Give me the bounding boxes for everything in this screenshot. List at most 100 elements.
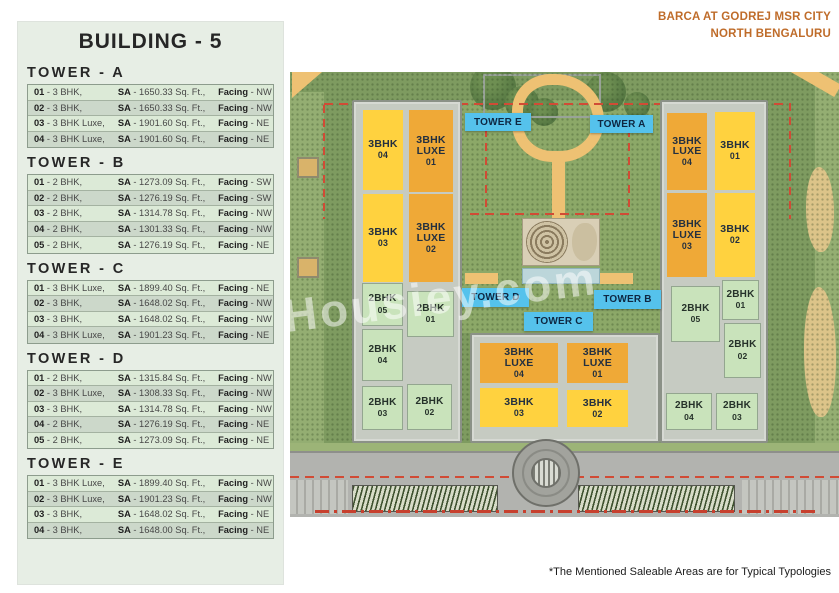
unit-number-label: 04 bbox=[377, 355, 388, 366]
unit-type-label: 3BHK bbox=[504, 346, 534, 359]
unit-row-d-02: 02 - 3 BHK Luxe,SA - 1308.33 Sq. Ft.,Fac… bbox=[28, 386, 273, 402]
plaza-garden bbox=[572, 223, 597, 261]
unit-cell-facing: Facing - NE bbox=[218, 525, 270, 536]
project-name: BARCA AT GODREJ MSR CITY bbox=[657, 11, 831, 23]
boundary-line-court-west bbox=[485, 115, 488, 213]
unit-cell-no-type: 03 - 3 BHK, bbox=[34, 509, 83, 520]
unit-cell-facing: Facing - NW bbox=[218, 403, 272, 414]
unit-cell-no-type: 04 - 3 BHK Luxe, bbox=[34, 134, 105, 145]
unit-row-b-05: 05 - 2 BHK, SA - 1276.19 Sq. Ft., Facing -… bbox=[28, 237, 273, 253]
unit-row-b-03: 03 - 2 BHK,SA - 1314.78 Sq. Ft.,Facing -… bbox=[28, 206, 273, 222]
unit-cell-no-type: 04 - 2 BHK, bbox=[34, 223, 83, 234]
unit-number-label: 03 bbox=[377, 238, 389, 249]
unit-cell-sa: SA - 1276.19 Sq. Ft., bbox=[117, 239, 206, 250]
unit-type-label: 2BHK bbox=[415, 395, 444, 407]
unit-cell-sa: SA - 1648.02 Sq. Ft., bbox=[117, 509, 206, 520]
unit-number-label: 04 bbox=[681, 157, 693, 168]
unit-cell-no-type: 04 - 3 BHK, bbox=[34, 525, 83, 536]
unit-cell-sa: SA - 1650.33 Sq. Ft., bbox=[117, 87, 206, 98]
unit-number-label: 01 bbox=[425, 156, 437, 167]
unit-cell-sa: SA - 1648.02 Sq. Ft., bbox=[117, 298, 206, 309]
unit-cell-no-type: 02 - 3 BHK Luxe, bbox=[34, 388, 105, 399]
unit-type-label: 2BHK bbox=[674, 400, 704, 412]
unit-cell-no-type: 04 - 3 BHK Luxe, bbox=[34, 329, 105, 340]
unit-cell-sa: SA - 1901.23 Sq. Ft., bbox=[117, 329, 206, 340]
unit-row-a-01: 01 - 3 BHK,SA - 1650.33 Sq. Ft.,Facing -… bbox=[28, 85, 273, 101]
unit-cell-facing: Facing - NW bbox=[218, 223, 272, 234]
unit-cell-no-type: 05 - 2 BHK, bbox=[34, 239, 83, 250]
unit-cell-facing: Facing - NW bbox=[218, 493, 272, 504]
unit-type-label: 2BHK bbox=[368, 293, 397, 305]
unit-cell-sa: SA - 1648.02 Sq. Ft., bbox=[117, 313, 206, 324]
unit-cell-facing: Facing - NE bbox=[218, 239, 270, 250]
path-east-connector bbox=[600, 273, 633, 284]
unit-cell-sa: SA - 1901.60 Sq. Ft., bbox=[117, 134, 206, 145]
unit-cell-facing: Facing - NW bbox=[218, 313, 272, 324]
unit-table: 01 - 3 BHK,SA - 1650.33 Sq. Ft.,Facing -… bbox=[27, 84, 274, 148]
unit-cell-facing: Facing - NW bbox=[218, 87, 272, 98]
unit-number-label: 01 bbox=[425, 314, 436, 325]
tower-label-b[interactable]: TOWER B bbox=[594, 290, 661, 309]
unit-cell-no-type: 02 - 3 BHK, bbox=[34, 298, 83, 309]
tower-heading: TOWER - E bbox=[27, 456, 125, 472]
tower-label-e[interactable]: TOWER E bbox=[465, 113, 531, 131]
unit-row-b-02: 02 - 2 BHK,SA - 1276.19 Sq. Ft.,Facing -… bbox=[28, 190, 273, 206]
unit-number-label: 02 bbox=[729, 235, 741, 246]
unit-number-label: 05 bbox=[377, 304, 388, 315]
unit-number-label: 03 bbox=[681, 240, 693, 251]
unit-cell-sa: SA - 1276.19 Sq. Ft., bbox=[117, 192, 206, 203]
tower-heading: TOWER - A bbox=[27, 65, 126, 81]
unit-type-label: 2BHK bbox=[368, 396, 397, 408]
unit-cell-facing: Facing - NW bbox=[218, 298, 272, 309]
unit-cell-sa: SA - 1901.60 Sq. Ft., bbox=[117, 118, 206, 129]
unit-cell-facing: Facing - NE bbox=[218, 419, 270, 430]
unit-type-label: 3BHK bbox=[720, 139, 750, 152]
tower-label-d[interactable]: TOWER D bbox=[462, 288, 529, 307]
unit-cell-no-type: 03 - 3 BHK, bbox=[34, 313, 83, 324]
unit-cell-facing: Facing - NW bbox=[218, 372, 272, 383]
tower-label-c[interactable]: TOWER C bbox=[524, 312, 593, 331]
unit-luxe-label: LUXE bbox=[416, 231, 446, 244]
unit-row-e-02: 02 - 3 BHK Luxe,SA - 1901.23 Sq. Ft.,Fac… bbox=[28, 491, 273, 507]
sand-garden bbox=[804, 287, 836, 417]
unit-cell-facing: Facing - NE bbox=[218, 329, 270, 340]
unit-row-e-03: 03 - 3 BHK, SA - 1648.02 Sq. Ft., Facing -… bbox=[28, 507, 273, 523]
unit-cell-sa: SA - 1899.40 Sq. Ft., bbox=[117, 478, 206, 489]
unit-cell-sa: SA - 1648.00 Sq. Ft., bbox=[117, 525, 206, 536]
tower-label-a[interactable]: TOWER A bbox=[590, 115, 653, 133]
unit-type-label: 3BHK bbox=[582, 396, 613, 409]
unit-cell-facing: Facing - NE bbox=[218, 509, 270, 520]
unit-cell-no-type: 01 - 2 BHK, bbox=[34, 372, 83, 383]
path-stem bbox=[552, 156, 565, 220]
unit-table: 01 - 2 BHK,SA - 1315.84 Sq. Ft.,Facing -… bbox=[27, 369, 274, 449]
unit-row-d-01: 01 - 2 BHK,SA - 1315.84 Sq. Ft.,Facing -… bbox=[28, 370, 273, 386]
unit-cell-sa: SA - 1308.33 Sq. Ft., bbox=[117, 388, 206, 399]
gazebo-structure bbox=[297, 157, 319, 178]
unit-number-label: 05 bbox=[690, 314, 701, 325]
unit-row-d-03: 03 - 3 BHK,SA - 1314.78 Sq. Ft.,Facing -… bbox=[28, 401, 273, 417]
unit-number-label: 02 bbox=[737, 350, 748, 361]
